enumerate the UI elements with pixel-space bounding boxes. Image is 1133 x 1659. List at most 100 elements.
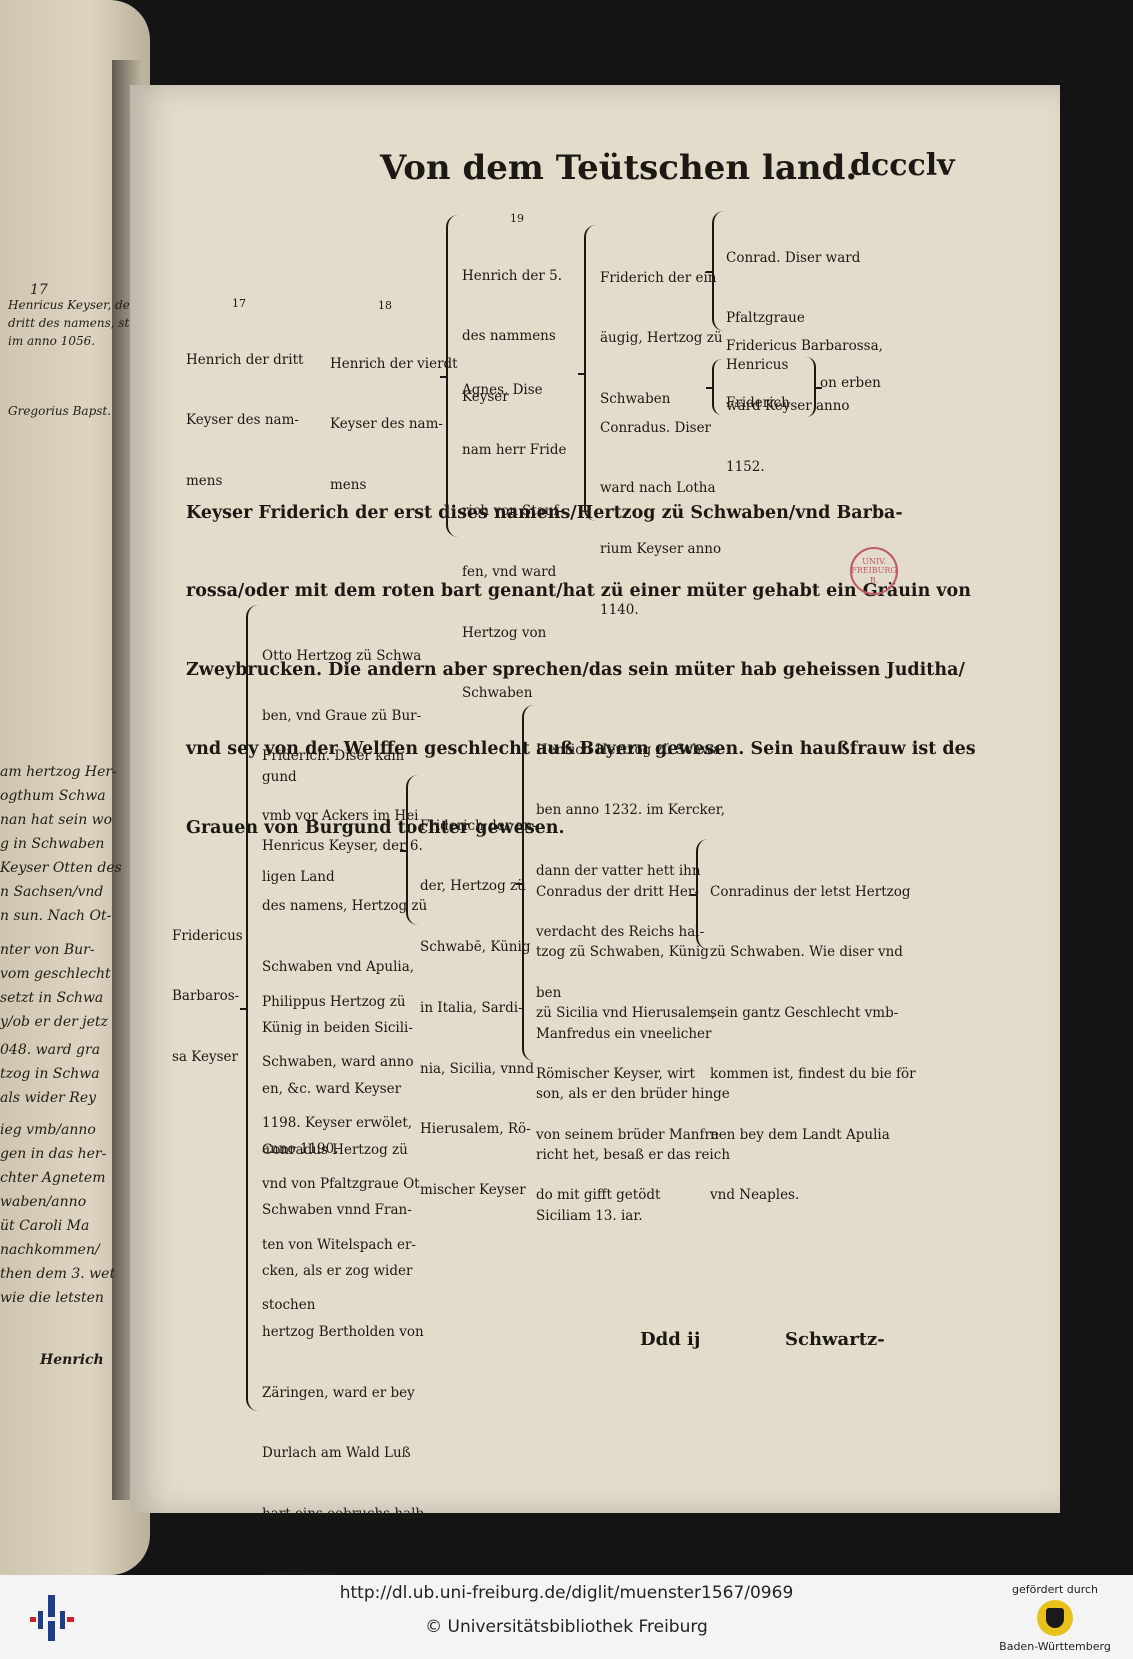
- tree-node: Conrad. Diser ward Pfaltzgraue: [726, 207, 860, 369]
- node-line: Philippus Hertzog zü: [262, 993, 406, 1010]
- tree-node: Henrich Hertzog zü Schwa ben anno 1232. …: [536, 699, 725, 1043]
- node-line: son, als er den brüder hinge: [536, 1086, 730, 1103]
- node-line: rich von Stauf-: [462, 503, 563, 519]
- generation-number: 18: [378, 299, 392, 312]
- node-line: des namens, Hertzog zü: [262, 898, 428, 915]
- left-line: setzt in Schwa: [0, 990, 104, 1006]
- node-line: zü Sicilia vnd Hierusalem,: [536, 1005, 716, 1021]
- node-line: Friderich der ein: [600, 269, 717, 286]
- node-line: Schwaben: [600, 391, 671, 407]
- paragraph-line: Keyser Friderich der erst dises namens/H…: [186, 502, 903, 523]
- tree-node: Agnes, Dise nam herr Fride rich von Stau…: [462, 339, 567, 744]
- left-line: nan hat sein wo: [0, 812, 113, 828]
- brace: [516, 705, 534, 1061]
- left-line: ieg vmb/anno: [0, 1122, 96, 1138]
- tree-node: Friderich der an- der, Hertzog zü Schwab…: [420, 775, 537, 1241]
- tree-node: Manfredus ein vneelicher son, als er den…: [536, 983, 730, 1267]
- node-line: Henricus Keyser, der 6.: [262, 837, 423, 854]
- node-line: Manfredus ein vneelicher: [536, 1025, 712, 1042]
- left-line: ogthum Schwa: [0, 788, 106, 804]
- node-line: sa Keyser: [172, 1049, 238, 1065]
- node-line: cken, als er zog wider: [262, 1263, 413, 1279]
- node-line: Barbaros-: [172, 988, 240, 1005]
- node-line: tzog zü Schwaben, Künig: [536, 944, 709, 961]
- tree-node: Friderich: [726, 395, 790, 411]
- node-line: Henrich der dritt: [186, 351, 304, 368]
- node-line: Conradinus der letst Hertzog: [710, 883, 911, 900]
- node-line: hart eins eebruchs halb: [262, 1506, 425, 1522]
- right-page: Von dem Teütschen land. dccclv 17 Henric…: [130, 85, 1060, 1575]
- left-line: vom geschlecht: [0, 966, 111, 982]
- node-line: mens: [186, 473, 223, 489]
- tree-node: Philippus Hertzog zü Schwaben, ward anno…: [262, 951, 420, 1356]
- node-line: hertzog Bertholden von: [262, 1323, 424, 1340]
- node-line: 1152.: [726, 459, 765, 475]
- left-line: nter von Bur-: [0, 942, 95, 958]
- left-line: Keyser Otten des: [0, 860, 122, 876]
- node-line: ward Keyser anno: [726, 398, 850, 415]
- brace: [578, 225, 596, 521]
- left-line: Henrich: [40, 1352, 104, 1368]
- brace: [400, 775, 418, 925]
- node-line: Fridericus Barbarossa,: [726, 337, 883, 354]
- tree-node: Conradinus der letst Hertzog zü Schwaben…: [710, 841, 916, 1246]
- left-line: Henricus Keyser, der: [8, 298, 136, 312]
- baden-wuerttemberg-crest-icon: [1037, 1600, 1073, 1636]
- node-line: ten von Witelspach er-: [262, 1236, 416, 1253]
- tree-node: Conradus Hertzog zü Schwaben vnnd Fran- …: [262, 1099, 425, 1576]
- node-line: Henrich Hertzog zü Schwa: [536, 741, 721, 758]
- tree-node: Friderich. Diser kam vmb vor Ackers im H…: [262, 705, 419, 928]
- node-line: Friderich. Diser kam: [262, 747, 405, 764]
- node-line: Pfaltzgraue: [726, 310, 805, 327]
- tree-node: Henrich der 5. des nammens Keyser: [462, 225, 562, 448]
- node-line: en, &c. ward Keyser: [262, 1080, 402, 1097]
- sponsor-label: gefördert durch: [1011, 1583, 1099, 1596]
- node-line: 1198. Keyser erwölet,: [262, 1115, 413, 1131]
- node-line: ben: [536, 984, 562, 1001]
- node-line: der, Hertzog zü: [420, 878, 526, 895]
- node-line: Hierusalem, Rö-: [420, 1121, 531, 1138]
- node-line: mens: [330, 477, 367, 493]
- node-line: Conradus der dritt Her-: [536, 883, 699, 900]
- node-line: 1140.: [600, 601, 639, 618]
- node-line: Schwaben, ward anno: [262, 1054, 414, 1071]
- node-line: Keyser des nam-: [186, 412, 299, 429]
- scan-area: 17 Henricus Keyser, der dritt des namens…: [0, 0, 1133, 1575]
- brace: [706, 211, 724, 331]
- node-line: mischer Keyser: [420, 1182, 526, 1198]
- tree-node: Henricus Keyser, der 6. des namens, Hert…: [262, 795, 427, 1200]
- node-line: äugig, Hertzog zü: [600, 330, 723, 347]
- node-line: stochen: [262, 1297, 316, 1314]
- node-line: Otto Hertzog zü Schwa: [262, 647, 422, 664]
- node-line: Schwaben: [462, 685, 533, 702]
- tree-node: on erben: [820, 375, 881, 391]
- left-line: n Sachsen/vnd: [0, 884, 104, 900]
- left-line: dritt des namens, starb: [8, 316, 150, 330]
- tree-root: Fridericus Barbaros- sa Keyser: [172, 885, 243, 1108]
- sponsor-block: gefördert durch Baden-Württemberg: [995, 1583, 1115, 1653]
- university-library-logo-icon: [30, 1595, 74, 1641]
- left-line: nachkommen/: [0, 1242, 100, 1258]
- node-line: Agnes, Dise: [462, 381, 543, 398]
- left-line: im anno 1056.: [8, 334, 96, 348]
- document-url[interactable]: http://dl.ub.uni-freiburg.de/diglit/muen…: [339, 1583, 794, 1603]
- node-line: Schwaben vnnd Fran-: [262, 1202, 412, 1219]
- tree-node: Conradus. Diser ward nach Lotha rium Key…: [600, 377, 721, 661]
- node-line: Keyser: [462, 389, 509, 405]
- generation-number: 17: [232, 297, 246, 310]
- left-line: 048. ward gra: [0, 1042, 101, 1058]
- copyright-notice: © Universitätsbibliothek Freiburg: [425, 1617, 708, 1637]
- node-line: Keyser des nam-: [330, 416, 443, 433]
- node-line: kommen ist, findest du bie för: [710, 1065, 916, 1082]
- node-line: verdacht des Reichs hal-: [536, 923, 705, 940]
- node-line: ward nach Lotha: [600, 480, 716, 497]
- signature-mark: Ddd ij: [640, 1329, 701, 1350]
- node-line: Hertzog von: [462, 624, 547, 641]
- folio-number: dccclv: [850, 148, 955, 183]
- node-line: sein gantz Geschlecht vmb-: [710, 1005, 899, 1021]
- node-line: nam herr Fride: [462, 442, 567, 459]
- catchword: Schwartz-: [785, 1329, 885, 1350]
- running-head: Von dem Teütschen land.: [380, 148, 858, 188]
- node-line: anno 1190.: [262, 1141, 339, 1158]
